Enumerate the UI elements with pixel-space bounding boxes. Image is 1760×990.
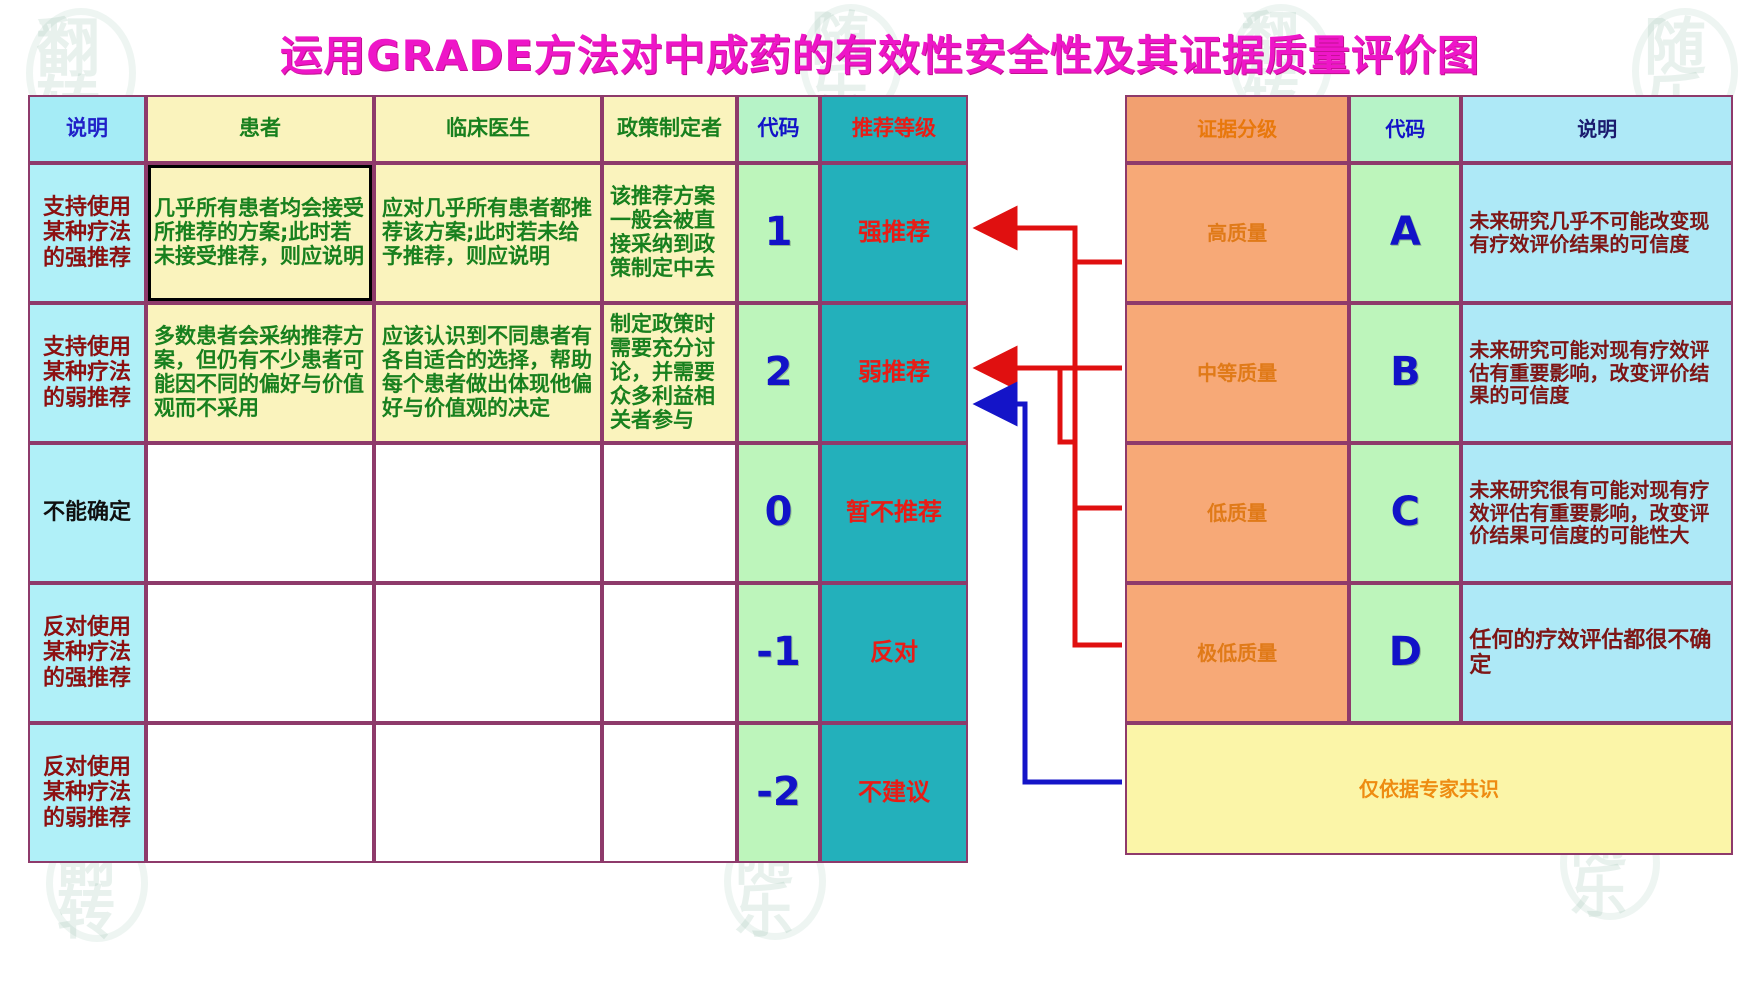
row-clinician: 应该认识到不同患者有各自适合的选择，帮助每个患者做出体现他偏好与价值观的决定 — [374, 303, 602, 443]
evidence-level: 极低质量 — [1125, 583, 1350, 723]
evidence-table: 证据分级 代码 说明 高质量 A 未来研究几乎不可能改变现有疗效评价结果的可信度… — [1125, 95, 1733, 855]
evidence-level: 中等质量 — [1125, 303, 1350, 443]
column-header-policy: 政策制定者 — [602, 95, 737, 163]
code-value: C — [1390, 489, 1420, 536]
row-clinician — [374, 443, 602, 583]
row-patient — [146, 443, 374, 583]
row-grade: 暂不推荐 — [820, 443, 968, 583]
row-note: 不能确定 — [28, 443, 146, 583]
table-row: 支持使用某种疗法的强推荐 几乎所有患者均会接受所推荐的方案;此时若未接受推荐，则… — [28, 163, 968, 303]
evidence-level: 高质量 — [1125, 163, 1350, 303]
row-patient: 多数患者会采纳推荐方案，但仍有不少患者可能因不同的偏好与价值观而不采用 — [146, 303, 374, 443]
row-code: 0 — [737, 443, 820, 583]
table-row: 不能确定 0 暂不推荐 — [28, 443, 968, 583]
column-header-patient: 患者 — [146, 95, 374, 163]
arrow-consensus-to-not-suggested — [972, 381, 1122, 785]
row-grade: 不建议 — [820, 723, 968, 863]
arrow-C-to-weak — [1057, 368, 1122, 511]
row-clinician — [374, 583, 602, 723]
code-value: 2 — [764, 349, 793, 396]
row-note: 支持使用某种疗法的强推荐 — [28, 163, 146, 303]
code-value: D — [1388, 629, 1422, 676]
table-row: 高质量 A 未来研究几乎不可能改变现有疗效评价结果的可信度 — [1125, 163, 1733, 303]
column-header-clinician: 临床医生 — [374, 95, 602, 163]
code-value: A — [1389, 209, 1421, 256]
evidence-level: 低质量 — [1125, 443, 1350, 583]
table-header-row: 说明 患者 临床医生 政策制定者 代码 推荐等级 — [28, 95, 968, 163]
row-code: 2 — [737, 303, 820, 443]
code-value: 0 — [764, 489, 793, 536]
evidence-desc: 未来研究很有可能对现有疗效评估有重要影响，改变评价结果可信度的可能性大 — [1461, 443, 1733, 583]
row-note: 反对使用某种疗法的弱推荐 — [28, 723, 146, 863]
row-patient — [146, 723, 374, 863]
evidence-code: D — [1349, 583, 1462, 723]
row-policy: 该推荐方案一般会被直接采纳到政策制定中去 — [602, 163, 737, 303]
table-row: 反对使用某种疗法的强推荐 -1 反对 — [28, 583, 968, 723]
table-header-row: 证据分级 代码 说明 — [1125, 95, 1733, 163]
code-value: -2 — [756, 769, 801, 816]
table-row: 极低质量 D 任何的疗效评估都很不确定 — [1125, 583, 1733, 723]
row-note: 支持使用某种疗法的弱推荐 — [28, 303, 146, 443]
column-header-grade: 推荐等级 — [820, 95, 968, 163]
row-clinician — [374, 723, 602, 863]
grade-value: 不建议 — [858, 778, 930, 807]
code-value: -1 — [756, 629, 801, 676]
evidence-code: B — [1349, 303, 1462, 443]
row-grade: 强推荐 — [820, 163, 968, 303]
evidence-desc: 未来研究可能对现有疗效评估有重要影响，改变评价结果的可信度 — [1461, 303, 1733, 443]
table-row: 低质量 C 未来研究很有可能对现有疗效评估有重要影响，改变评价结果可信度的可能性… — [1125, 443, 1733, 583]
row-policy — [602, 583, 737, 723]
row-policy — [602, 723, 737, 863]
arrow-D-to-weak — [1072, 232, 1122, 648]
row-note: 反对使用某种疗法的强推荐 — [28, 583, 146, 723]
row-grade: 弱推荐 — [820, 303, 968, 443]
row-patient: 几乎所有患者均会接受所推荐的方案;此时若未接受推荐，则应说明 — [146, 163, 374, 303]
column-header-note: 说明 — [28, 95, 146, 163]
grade-value: 暂不推荐 — [846, 498, 942, 527]
evidence-desc: 未来研究几乎不可能改变现有疗效评价结果的可信度 — [1461, 163, 1733, 303]
code-value: 1 — [764, 209, 793, 256]
column-header-code: 代码 — [737, 95, 820, 163]
recommendation-table: 说明 患者 临床医生 政策制定者 代码 推荐等级 支持使用某种疗法的强推荐 几乎… — [28, 95, 968, 863]
row-grade: 反对 — [820, 583, 968, 723]
evidence-code: A — [1349, 163, 1462, 303]
table-row: 中等质量 B 未来研究可能对现有疗效评估有重要影响，改变评价结果的可信度 — [1125, 303, 1733, 443]
row-code: -2 — [737, 723, 820, 863]
row-code: 1 — [737, 163, 820, 303]
page-title: 运用GRADE方法对中成药的有效性安全性及其证据质量评价图 — [280, 31, 1480, 80]
row-policy — [602, 443, 737, 583]
grade-value: 反对 — [870, 638, 918, 667]
column-header-evidence-level: 证据分级 — [1125, 95, 1350, 163]
column-header-description: 说明 — [1461, 95, 1733, 163]
table-row: 反对使用某种疗法的弱推荐 -2 不建议 — [28, 723, 968, 863]
column-header-code: 代码 — [1349, 95, 1462, 163]
code-value: B — [1390, 349, 1421, 396]
table-footer-row: 仅依据专家共识 — [1125, 723, 1733, 855]
arrow-A-to-strong — [972, 205, 1122, 265]
grade-value: 强推荐 — [858, 218, 930, 247]
table-row: 支持使用某种疗法的弱推荐 多数患者会采纳推荐方案，但仍有不少患者可能因不同的偏好… — [28, 303, 968, 443]
row-patient — [146, 583, 374, 723]
expert-consensus-note: 仅依据专家共识 — [1125, 723, 1733, 855]
row-clinician: 应对几乎所有患者都推荐该方案;此时若未给予推荐，则应说明 — [374, 163, 602, 303]
grade-value: 弱推荐 — [858, 358, 930, 387]
evidence-code: C — [1349, 443, 1462, 583]
row-policy: 制定政策时需要充分讨论，并需要众多利益相关者参与 — [602, 303, 737, 443]
evidence-desc: 任何的疗效评估都很不确定 — [1461, 583, 1733, 723]
row-code: -1 — [737, 583, 820, 723]
